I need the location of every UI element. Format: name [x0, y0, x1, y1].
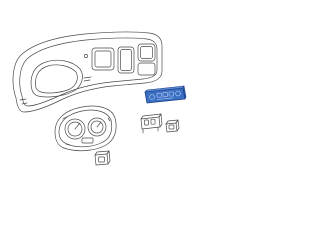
- instrument-cluster: [54, 105, 117, 152]
- instrument-panel-bezel: [12, 31, 163, 113]
- parts-diagram: [12, 31, 187, 166]
- cluster-switch-group: [140, 113, 163, 134]
- climate-control-module: [144, 85, 187, 104]
- parts-diagram-drawing: [12, 31, 187, 166]
- small-switch-knob: [94, 150, 111, 166]
- small-switch-knob: [165, 119, 180, 133]
